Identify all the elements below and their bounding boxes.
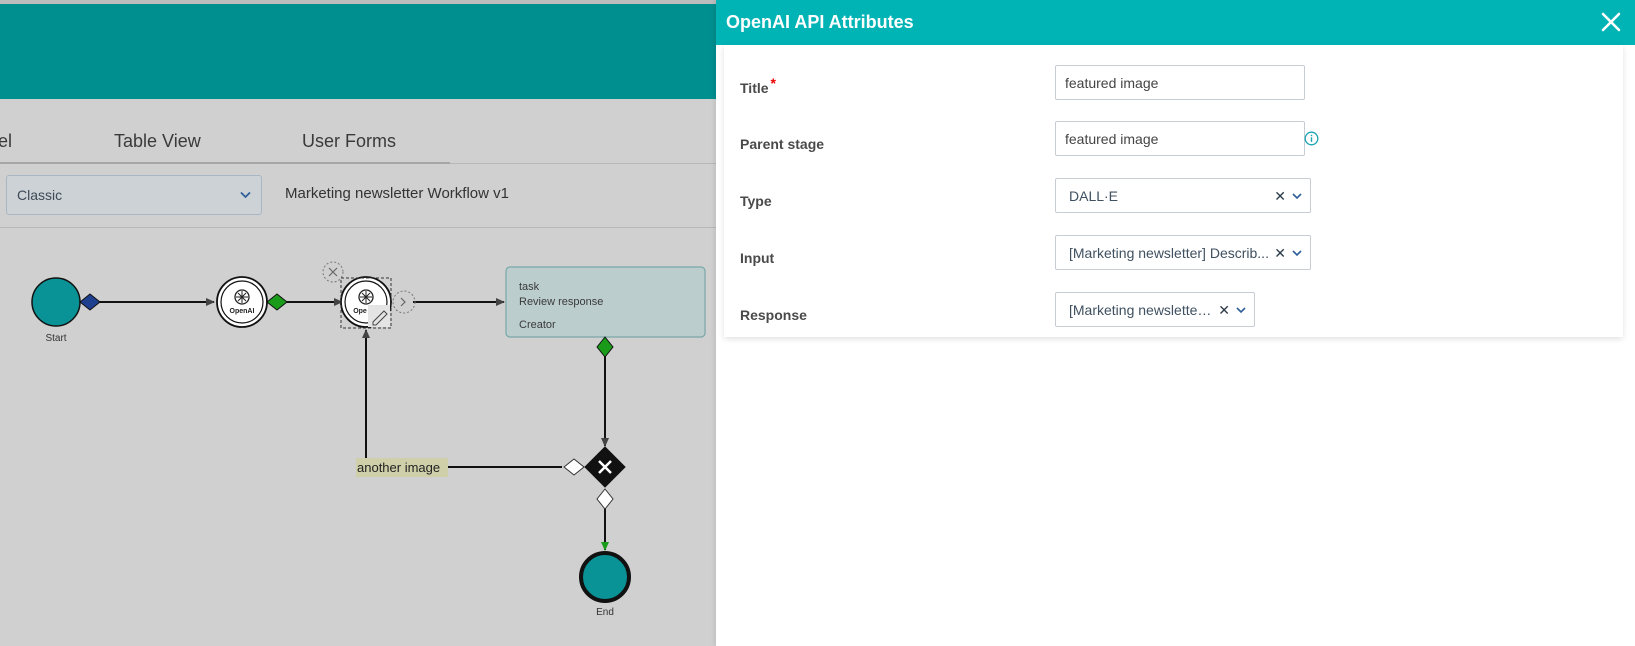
- view-mode-select[interactable]: Classic: [6, 175, 262, 215]
- edge-label-bg: [356, 458, 448, 477]
- close-icon[interactable]: [1599, 10, 1623, 34]
- openai-logo-icon: [358, 289, 374, 305]
- input-row: Input [Marketing newsletter] Describ... …: [724, 235, 1623, 275]
- tabs-underline: [0, 162, 450, 164]
- response-label: Response: [740, 307, 807, 323]
- drawer-title: OpenAI API Attributes: [726, 12, 914, 32]
- drawer-header: OpenAI API Attributes: [716, 0, 1635, 45]
- tab-user-forms[interactable]: User Forms: [302, 131, 396, 151]
- parent-stage-label: Parent stage: [740, 136, 825, 152]
- view-mode-value: Classic: [17, 187, 63, 203]
- attributes-form: Title* featured image Parent stage featu…: [724, 45, 1623, 337]
- input-select-value: [Marketing newsletter] Describ...: [1069, 244, 1269, 261]
- clear-icon[interactable]: ✕: [1274, 244, 1286, 261]
- diamond-marker-green: [596, 336, 614, 358]
- title-input[interactable]: featured image: [1055, 65, 1305, 100]
- edge-label: another image: [357, 460, 440, 475]
- input-select[interactable]: [Marketing newsletter] Describ... ✕: [1055, 235, 1311, 270]
- required-marker: *: [770, 75, 776, 91]
- app-header: [0, 4, 716, 99]
- pencil-icon: [372, 310, 388, 326]
- clear-icon[interactable]: ✕: [1274, 187, 1286, 204]
- openai-node-1-inner-ring: [220, 280, 264, 324]
- response-select[interactable]: [Marketing newsletter]... ✕: [1055, 292, 1255, 327]
- workflow-editor-background: el Table View User Forms Classic Marketi…: [0, 0, 716, 646]
- diamond-marker-empty: [563, 458, 585, 476]
- next-node-icon[interactable]: [392, 290, 416, 314]
- parent-stage-value: featured image: [1065, 130, 1159, 147]
- openai-node-1-label: OpenAI: [230, 308, 255, 315]
- diamond-marker-blue: [79, 293, 101, 311]
- type-row: Type DALL·E ✕: [724, 178, 1623, 218]
- openai-logo-icon: [234, 289, 250, 305]
- chevron-down-icon[interactable]: [1292, 245, 1302, 261]
- openai-node-2-label: Ope: [353, 308, 367, 315]
- end-label: End: [596, 607, 614, 618]
- top-strip: [0, 0, 716, 4]
- task-type-label: task: [519, 281, 540, 293]
- openai-node-2-inner-ring: [344, 280, 388, 324]
- start-label: Start: [45, 333, 66, 344]
- chevron-down-icon[interactable]: [1236, 302, 1246, 318]
- chevron-right-icon: [400, 297, 406, 307]
- diamond-marker-green: [266, 293, 288, 311]
- selection-box: [340, 277, 392, 329]
- diagram-canvas[interactable]: Start OpenAI Ope: [0, 229, 716, 646]
- task-role-label: Creator: [519, 319, 556, 331]
- input-label: Input: [740, 250, 775, 266]
- type-select[interactable]: DALL·E ✕: [1055, 178, 1311, 213]
- tab-table-view[interactable]: Table View: [114, 131, 201, 151]
- diamond-marker-empty: [596, 488, 614, 510]
- workflow-title: Marketing newsletter Workflow v1: [285, 185, 509, 202]
- gateway-x-icon: [598, 460, 612, 474]
- title-label: Title*: [740, 75, 776, 96]
- diagram-toolbar: Classic Marketing newsletter Workflow v1: [0, 164, 716, 228]
- delete-node-icon[interactable]: [322, 261, 344, 283]
- start-event[interactable]: [31, 277, 81, 327]
- response-select-value: [Marketing newsletter]...: [1069, 301, 1215, 318]
- parent-stage-input[interactable]: featured image: [1055, 121, 1305, 156]
- tab-model[interactable]: el: [0, 131, 13, 151]
- title-row: Title* featured image: [724, 65, 1623, 105]
- type-select-value: DALL·E: [1069, 187, 1119, 204]
- chevron-down-icon: [240, 188, 251, 202]
- chevron-down-icon[interactable]: [1292, 188, 1302, 204]
- info-icon[interactable]: [1304, 131, 1319, 151]
- end-event[interactable]: [579, 551, 631, 603]
- type-label: Type: [740, 193, 772, 209]
- delete-node-x: [328, 267, 338, 277]
- view-tabs: el Table View User Forms: [0, 99, 716, 164]
- workflow-diagram: Start OpenAI Ope: [31, 261, 706, 618]
- clear-icon[interactable]: ✕: [1218, 301, 1230, 318]
- task-name-label: Review response: [519, 296, 603, 308]
- response-row: Response [Marketing newsletter]... ✕: [724, 292, 1623, 332]
- title-input-value: featured image: [1065, 74, 1159, 91]
- attributes-drawer: OpenAI API Attributes Title* featured im…: [716, 0, 1635, 646]
- parent-stage-row: Parent stage featured image: [724, 121, 1623, 161]
- title-label-text: Title: [740, 80, 769, 96]
